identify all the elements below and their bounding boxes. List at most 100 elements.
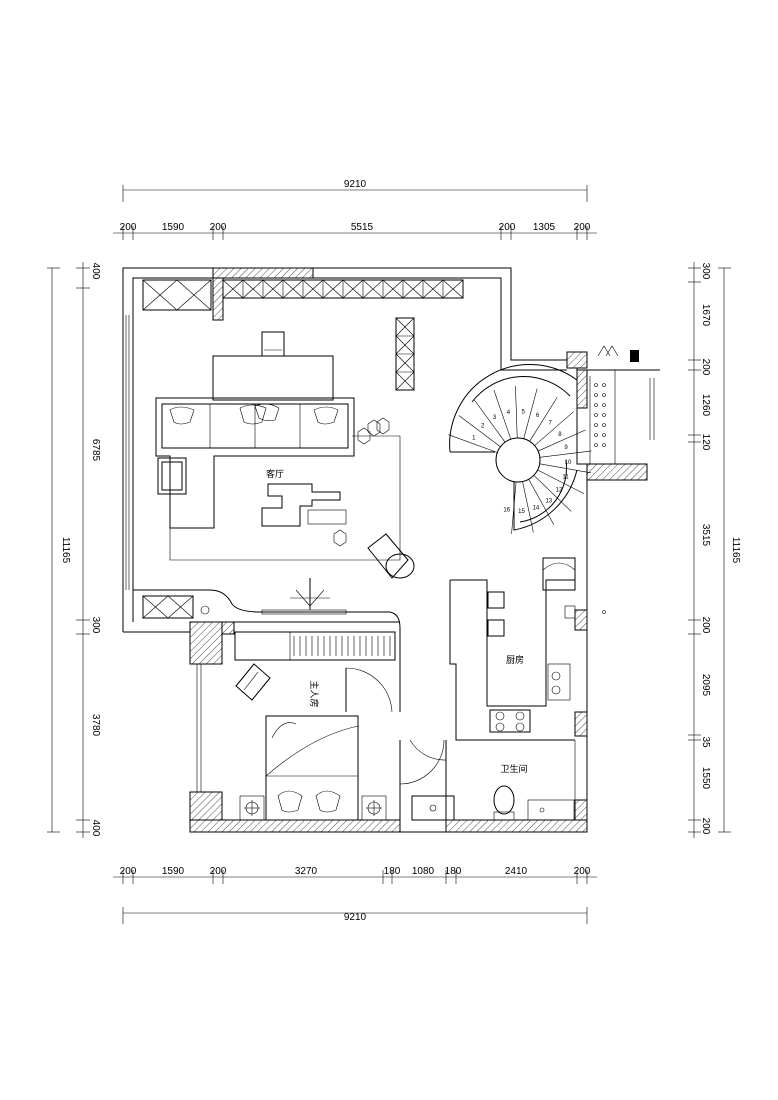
drawing-stroke xyxy=(537,469,585,494)
top-seg-4: 5515 xyxy=(351,222,374,233)
bedroom-window xyxy=(196,664,202,792)
stair-number: 8 xyxy=(558,432,562,438)
step-dot xyxy=(602,393,606,397)
bottom-seg-7: 180 xyxy=(445,866,462,877)
step-dot xyxy=(594,403,598,407)
stair-number: 12 xyxy=(556,488,563,494)
left-seg-3: 300 xyxy=(90,617,101,634)
stair-number: 9 xyxy=(564,445,568,451)
drawing-stroke xyxy=(262,279,284,299)
step-dot xyxy=(594,393,598,397)
side-tables xyxy=(333,417,390,547)
top-dimension-total: 9210 xyxy=(122,179,588,202)
stair-number: 14 xyxy=(533,506,540,512)
drawing-stroke xyxy=(539,463,591,474)
bedroom-armchair xyxy=(235,663,271,701)
left-total-label: 11165 xyxy=(60,537,71,564)
living-area-rug xyxy=(169,435,401,561)
sofa xyxy=(155,397,355,529)
dining-table xyxy=(212,331,334,401)
right-dimension-total: 11165 xyxy=(718,267,741,833)
bottom-seg-1: 200 xyxy=(120,866,137,877)
drawing-stroke xyxy=(395,317,415,337)
stair-number: 3 xyxy=(493,415,497,421)
stair-number: 11 xyxy=(562,474,569,480)
stair-number: 13 xyxy=(545,498,552,504)
step-dot xyxy=(594,383,598,387)
top-seg-2: 1590 xyxy=(162,222,185,233)
bottom-seg-6: 1080 xyxy=(412,866,435,877)
living-room-label: 客厅 xyxy=(266,468,284,479)
kitchen-counter xyxy=(449,557,606,741)
drawing-stroke xyxy=(537,429,586,452)
left-seg-5: 400 xyxy=(90,820,101,837)
drawing-stroke xyxy=(528,479,555,525)
drawing-stroke xyxy=(474,399,506,443)
drawing-stroke xyxy=(382,279,404,299)
right-total-label: 11165 xyxy=(730,537,741,564)
drawing-stroke xyxy=(522,481,534,533)
drawing-stroke xyxy=(362,279,384,299)
step-dot xyxy=(594,413,598,417)
step-dot xyxy=(594,433,598,437)
outer-walls xyxy=(122,267,648,833)
bottom-dimension-segments: 200 1590 200 3270 180 1080 180 2410 200 xyxy=(113,866,597,884)
lounge-chair xyxy=(367,533,415,579)
left-dimension-segments: 400 6785 300 3780 400 xyxy=(76,262,101,838)
drawing-stroke xyxy=(493,389,512,440)
drawing-stroke xyxy=(395,353,415,373)
step-dot xyxy=(602,443,606,447)
corner-cabinet xyxy=(142,595,210,619)
drawing-stroke xyxy=(282,279,304,299)
bathroom xyxy=(399,739,576,821)
right-seg-9: 35 xyxy=(700,736,711,748)
drawing-stroke xyxy=(395,371,415,391)
stair-number: 10 xyxy=(565,460,572,466)
step-dot xyxy=(602,433,606,437)
drawing-stroke xyxy=(395,335,415,355)
right-seg-7: 200 xyxy=(700,617,711,634)
drawing-stroke xyxy=(529,397,558,442)
top-seg-6: 1305 xyxy=(533,222,556,233)
entry-arrow xyxy=(261,578,347,615)
drawing-stroke xyxy=(342,279,364,299)
drawing-stroke xyxy=(458,415,501,447)
left-dimension-total: 11165 xyxy=(47,267,71,833)
step-dot xyxy=(602,403,606,407)
bottom-total-label: 9210 xyxy=(344,912,367,923)
exterior-steps xyxy=(587,345,660,464)
top-seg-7: 200 xyxy=(574,222,591,233)
top-seg-5: 200 xyxy=(499,222,516,233)
coffee-table xyxy=(261,483,347,527)
bottom-seg-2: 1590 xyxy=(162,866,185,877)
bottom-seg-3: 200 xyxy=(210,866,227,877)
stair-number: 16 xyxy=(503,508,510,514)
bottom-dimension-total: 9210 xyxy=(122,907,588,924)
left-seg-1: 400 xyxy=(90,263,101,280)
top-seg-3: 200 xyxy=(210,222,227,233)
right-seg-8: 2095 xyxy=(700,674,711,697)
stair-number: 1 xyxy=(472,436,476,442)
drawing-stroke xyxy=(539,450,592,458)
bathroom-label: 卫生间 xyxy=(500,763,527,774)
bedroom-door xyxy=(345,667,393,713)
right-seg-4: 1260 xyxy=(700,394,711,417)
drawing-stroke xyxy=(402,279,424,299)
stair-number: 7 xyxy=(548,421,552,427)
drawing-stroke xyxy=(448,434,498,453)
stair-number: 15 xyxy=(518,509,525,515)
bedroom-wardrobe xyxy=(234,631,396,661)
nightstands xyxy=(239,795,387,821)
bottom-seg-4: 3270 xyxy=(295,866,318,877)
step-dot xyxy=(602,413,606,417)
right-seg-2: 1670 xyxy=(700,304,711,327)
bottom-seg-9: 200 xyxy=(574,866,591,877)
drawing-stroke xyxy=(515,386,518,439)
sofa-cushions xyxy=(169,403,339,425)
top-wardrobe xyxy=(142,279,464,311)
drawing-stroke xyxy=(511,481,517,534)
drawing-stroke xyxy=(302,279,324,299)
drawing-stroke xyxy=(222,279,244,299)
